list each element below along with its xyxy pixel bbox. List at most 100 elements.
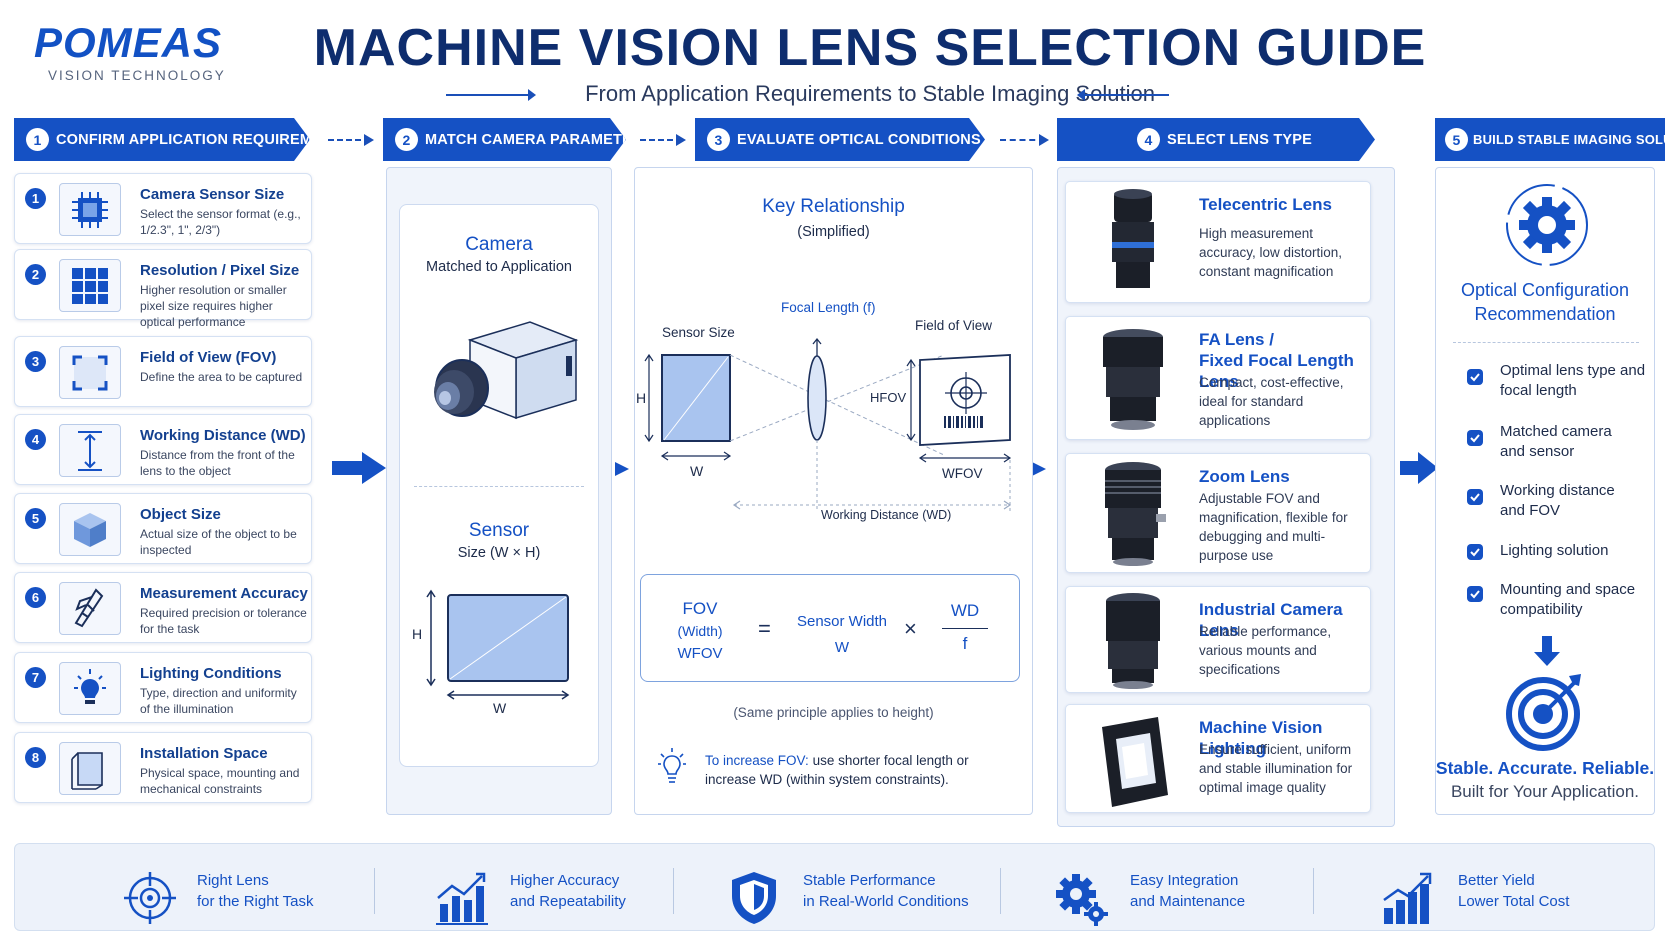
formula-equals: =: [758, 616, 771, 641]
benefit-line1: Right Lens: [197, 872, 269, 889]
benefit-line2: Lower Total Cost: [1458, 893, 1570, 910]
step-number: 5: [1445, 128, 1468, 151]
lens-title: Machine Vision Lighting: [1199, 718, 1323, 758]
flow-arrow: [332, 452, 386, 484]
bar-growth-icon: [1383, 872, 1432, 924]
requirement-card: 4 Working Distance (WD) Distance from th…: [14, 414, 312, 485]
flow-arrow: [1032, 462, 1046, 476]
distance-arrow-icon: [59, 424, 121, 477]
step-label: SELECT LENS TYPE: [1167, 131, 1312, 148]
step-number: 1: [26, 128, 49, 151]
separator: [374, 868, 375, 914]
camera-title: Camera: [465, 234, 533, 255]
formula-sw-symbol: W: [834, 639, 850, 656]
benefit-line1: Stable Performance: [803, 872, 936, 889]
sensor-diagram: [426, 589, 570, 700]
sensor-w-label: W: [493, 700, 507, 716]
requirement-desc: Physical space, mounting and mechanical …: [140, 766, 300, 796]
requirement-number: 2: [25, 264, 46, 285]
camera-illustration: [434, 321, 579, 420]
step-number: 3: [707, 128, 730, 151]
benefit-line1: Easy Integration: [1130, 872, 1239, 889]
label-focal-length: Focal Length (f): [781, 300, 876, 315]
formula-width: (Width): [677, 623, 723, 639]
lens-desc: Compact, cost-effective, ideal for stand…: [1199, 375, 1344, 428]
tip-text: To increase FOV: use shorter focal lengt…: [705, 751, 1005, 789]
requirement-desc: Define the area to be captured: [140, 370, 303, 384]
step-number: 2: [395, 128, 418, 151]
lens-desc: Ensure sufficient, uniform and stable il…: [1199, 742, 1353, 795]
config-gear-icon: [1506, 184, 1588, 266]
flow-arrow: [1400, 452, 1438, 484]
formula-note: (Same principle applies to height): [733, 705, 934, 720]
divider: [1453, 342, 1639, 343]
requirement-card: 7 Lighting Conditions Type, direction an…: [14, 652, 312, 723]
lens-title: Industrial Camera Lens: [1199, 600, 1343, 640]
requirement-number: 3: [25, 351, 46, 372]
solution-title-line1: Optical Configuration: [1460, 280, 1630, 300]
checklist-item: Mounting and space compatibility: [1500, 581, 1636, 618]
requirement-title: Installation Space: [140, 745, 268, 762]
requirement-title: Resolution / Pixel Size: [140, 262, 300, 279]
tip-highlight: To increase FOV:: [705, 753, 809, 768]
requirement-number: 1: [25, 188, 46, 209]
requirement-desc: Higher resolution or smaller pixel size …: [140, 283, 287, 329]
requirement-title: Camera Sensor Size: [140, 186, 285, 203]
sensor-chip-icon: [59, 183, 121, 236]
light-bulb-icon: [59, 662, 121, 715]
checklist-item: Matched camera and sensor: [1500, 423, 1612, 460]
lens-title-line2: Fixed Focal Length Lens: [1199, 351, 1354, 391]
cube-icon: [59, 503, 121, 556]
page-title: MACHINE VISION LENS SELECTION GUIDE: [313, 19, 1427, 77]
shield-icon: [732, 872, 776, 924]
lens-title-line1: FA Lens /: [1199, 330, 1274, 349]
benefit-line2: for the Right Task: [197, 893, 314, 910]
label-h: H: [636, 390, 647, 406]
requirement-desc: Actual size of the object to be inspecte…: [140, 527, 297, 557]
sensor-title: Sensor: [468, 520, 530, 541]
divider: [414, 486, 584, 487]
requirement-number: 4: [25, 429, 46, 450]
requirement-card: 8 Installation Space Physical space, mou…: [14, 732, 312, 803]
separator: [673, 868, 674, 914]
label-w: W: [690, 463, 704, 479]
crosshair-icon: [124, 872, 176, 924]
solution-tagline-sub: Built for Your Application.: [1450, 782, 1640, 801]
lens-desc: Reliable performance, various mounts and…: [1199, 624, 1332, 677]
flow-arrow: [328, 134, 374, 146]
sensor-h-label: H: [412, 626, 423, 642]
benefit-line1: Higher Accuracy: [510, 872, 620, 889]
tip-bulb-icon: [658, 748, 686, 783]
check-icon: [1467, 544, 1483, 560]
formula-lhs: FOV(Width)WFOV: [660, 598, 740, 665]
benefit-item: Right Lens for the Right Task: [197, 870, 313, 912]
step-label: BUILD STABLE IMAGING SOLUTION: [1473, 132, 1672, 147]
tip-body: use shorter focal length or increase WD …: [705, 753, 969, 787]
requirement-desc: Distance from the front of the lens to t…: [140, 448, 295, 478]
zoom-lens-image: [1105, 462, 1166, 566]
lens-card-fa: FA Lens / Fixed Focal Length Lens Compact…: [1065, 316, 1371, 440]
lens-card-telecentric: Telecentric Lens High measurement accura…: [1065, 181, 1371, 303]
requirement-number: 7: [25, 667, 46, 688]
optics-panel: [634, 167, 1033, 815]
requirement-card: 3 Field of View (FOV) Define the area to…: [14, 336, 312, 407]
lens-card-industrial: Industrial Camera Lens Reliable performa…: [1065, 586, 1371, 693]
lens-desc: Adjustable FOV and magnification, flexib…: [1199, 491, 1348, 563]
lens-card-zoom: Zoom Lens Adjustable FOV and magnificati…: [1065, 453, 1371, 573]
frame-corners-icon: [59, 346, 121, 399]
step-label: MATCH CAMERA PARAMETERS: [425, 131, 653, 148]
box-space-icon: [59, 742, 121, 795]
requirement-desc: Type, direction and uniformity of the il…: [140, 686, 297, 716]
requirement-number: 8: [25, 747, 46, 768]
label-wfov: WFOV: [942, 466, 983, 481]
requirement-title: Object Size: [140, 506, 221, 523]
formula-fov: FOV: [682, 599, 718, 618]
checklist-item: Working distance and FOV: [1500, 482, 1615, 519]
gears-icon: [1056, 874, 1108, 926]
